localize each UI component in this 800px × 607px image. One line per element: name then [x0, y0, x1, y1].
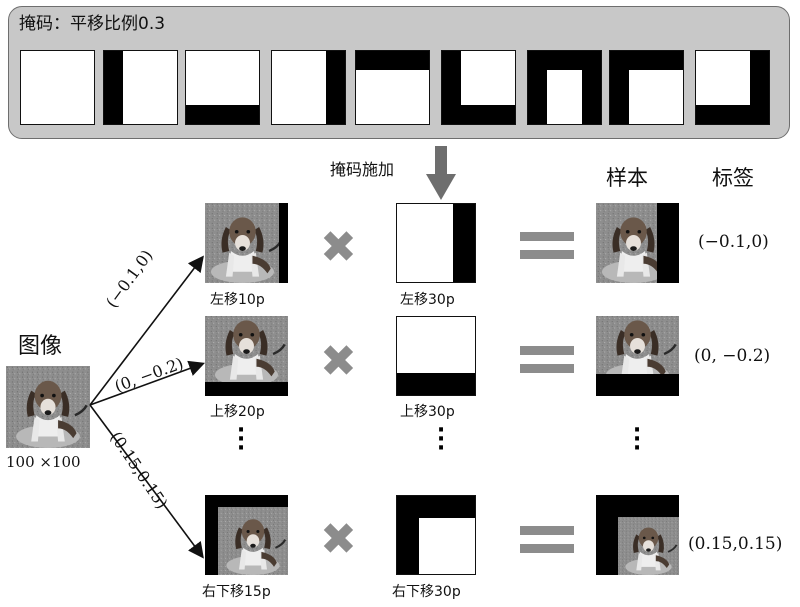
row1-equals-icon [520, 232, 574, 259]
row1-shifted-image [205, 203, 288, 283]
mask-right-bottom [695, 50, 770, 125]
row3-sample-image [596, 495, 679, 575]
mask-apply-label: 掩码施加 [330, 160, 395, 179]
row2-equals-icon [520, 346, 574, 373]
row2-mask-caption: 上移30p [400, 404, 455, 420]
label-header: 标签 [712, 166, 754, 190]
row1-multiply-icon: ✖ [320, 222, 357, 273]
row1-image-caption: 左移10p [210, 292, 265, 308]
row1-mask-caption: 左移30p [400, 292, 455, 308]
mask-left-top [609, 50, 684, 125]
row-ellipsis-1: ··· [236, 418, 246, 461]
sample-header: 样本 [606, 166, 648, 190]
row2-image-caption: 上移20p [210, 404, 265, 420]
mask-top [355, 50, 430, 125]
row2-multiply-icon: ✖ [320, 336, 357, 387]
row3-shifted-image [205, 495, 288, 575]
row-ellipsis-3: ··· [632, 418, 642, 461]
mask-left-bottom [441, 50, 516, 125]
input-size: 100 ×100 [6, 453, 81, 471]
mask-apply-arrow [426, 146, 456, 200]
row3-multiply-icon: ✖ [320, 514, 357, 565]
row3-mask-caption: 右下移30p [392, 584, 461, 600]
mask-right [271, 50, 346, 125]
row3-equals-icon [520, 526, 574, 553]
mask-panel-title: 掩码：平移比例0.3 [19, 14, 166, 34]
input-title: 图像 [18, 334, 63, 359]
row1-sample-image [596, 203, 679, 283]
mask-panel: 掩码：平移比例0.3 [8, 6, 790, 139]
mask-left-top-right [527, 50, 602, 125]
mask-none [20, 50, 95, 125]
row2-sample-image [596, 316, 679, 396]
row3-image-caption: 右下移15p [202, 584, 271, 600]
row2-label: (0, −0.2) [694, 346, 771, 366]
row2-shifted-image [205, 316, 288, 396]
row3-mask [396, 495, 476, 575]
row1-label: (−0.1,0) [698, 232, 769, 252]
row2-mask [396, 316, 476, 396]
mask-bottom [185, 50, 260, 125]
row3-label: (0.15,0.15) [688, 534, 783, 554]
row1-mask [396, 203, 476, 283]
mask-left [103, 50, 178, 125]
row-ellipsis-2: ··· [436, 418, 446, 461]
